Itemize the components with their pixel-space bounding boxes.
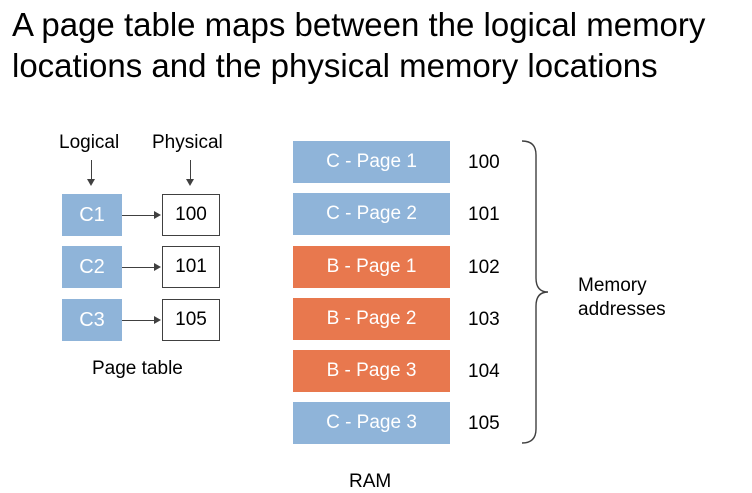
mapping-arrow bbox=[122, 263, 161, 271]
physical-header-arrow bbox=[186, 160, 194, 186]
logical-page-box: C1 bbox=[62, 194, 122, 236]
ram-cell: B - Page 1 bbox=[293, 246, 450, 288]
ram-cell: C - Page 3 bbox=[293, 402, 450, 444]
ram-cell: C - Page 2 bbox=[293, 193, 450, 235]
ram-cell: C - Page 1 bbox=[293, 141, 450, 183]
ram-address: 102 bbox=[468, 257, 500, 278]
logical-page-box: C2 bbox=[62, 246, 122, 288]
ram-address: 105 bbox=[468, 413, 500, 434]
ram-caption: RAM bbox=[349, 471, 392, 492]
curly-brace bbox=[521, 140, 549, 444]
logical-header: Logical bbox=[59, 132, 120, 153]
physical-header: Physical bbox=[152, 132, 223, 153]
physical-frame-box: 100 bbox=[162, 194, 220, 236]
memory-addresses-label: Memory addresses bbox=[578, 275, 666, 320]
ram-address: 100 bbox=[468, 152, 500, 173]
ram-address: 104 bbox=[468, 361, 500, 382]
physical-frame-box: 101 bbox=[162, 246, 220, 288]
slide-title: A page table maps between the logical me… bbox=[12, 6, 706, 84]
ram-cell: B - Page 3 bbox=[293, 350, 450, 392]
logical-header-arrow bbox=[87, 160, 95, 186]
ram-address: 101 bbox=[468, 204, 500, 225]
ram-cell: B - Page 2 bbox=[293, 298, 450, 340]
logical-page-box: C3 bbox=[62, 299, 122, 341]
page-table-caption: Page table bbox=[92, 358, 183, 379]
physical-frame-box: 105 bbox=[162, 299, 220, 341]
mapping-arrow bbox=[122, 211, 161, 219]
ram-address: 103 bbox=[468, 309, 500, 330]
mapping-arrow bbox=[122, 316, 161, 324]
